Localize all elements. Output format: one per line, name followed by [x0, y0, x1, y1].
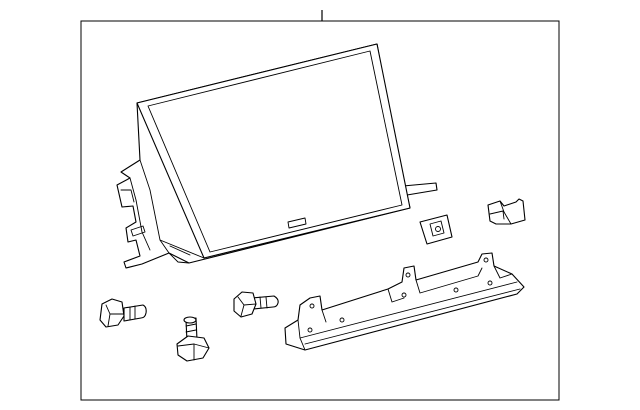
retainer-clip-left[interactable] — [419, 214, 453, 245]
display-unit[interactable] — [116, 43, 438, 269]
bolt-left[interactable] — [99, 298, 147, 328]
retainer-clip-right[interactable] — [487, 198, 526, 225]
mounting-bracket[interactable] — [284, 252, 525, 351]
bolt-center[interactable] — [176, 316, 210, 362]
bolt-right[interactable] — [233, 291, 279, 318]
diagram-frame — [80, 20, 560, 401]
